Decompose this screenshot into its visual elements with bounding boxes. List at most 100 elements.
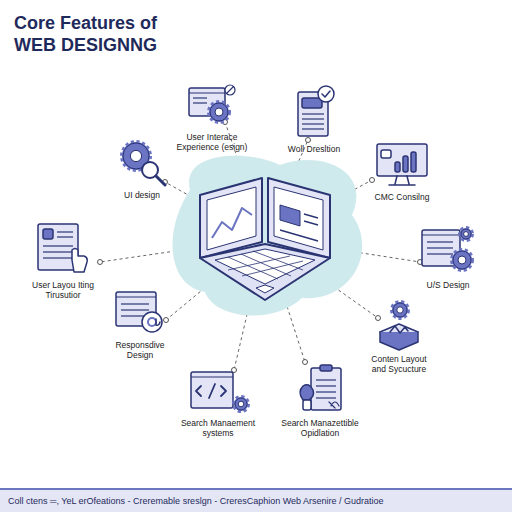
leader-dot [164,318,169,323]
icon-group [298,86,334,136]
icon-group [116,292,162,332]
feature-node: U/S Design [388,222,508,290]
icon-shape [225,85,235,95]
icon-shape [302,123,324,124]
leader-dot [303,360,308,365]
icon-shape [189,88,225,116]
icon-shape [57,231,73,232]
laptop-base [200,244,330,300]
icon-shape [210,103,228,121]
feature-label: Search Manaement systems [178,418,258,438]
icon-group [189,85,235,122]
screen-line [304,214,318,218]
icon-group [122,142,165,185]
feature-node: User Layou Iting Tirusutior [3,220,123,300]
icon-shape [43,251,73,252]
feature-icon [373,140,431,190]
icon-shape [193,102,207,103]
feature-label: UI design [97,190,187,200]
center-blob [172,156,362,316]
icon-shape [300,385,314,400]
icon-shape [196,386,201,396]
icon-shape [72,249,87,273]
keyboard [215,249,315,284]
feature-icon [374,300,424,352]
icon-shape [116,296,156,297]
icon-shape [302,113,324,114]
screen-line [280,230,318,241]
icon-shape [320,365,332,371]
icon-shape [311,368,341,410]
feature-icon [187,82,237,130]
feature-node: Conten Layout and Sycucture [339,300,459,374]
feature-icon [420,222,476,278]
icon-shape [397,307,403,313]
icon-shape [392,302,408,318]
icon-group [38,224,87,272]
icon-group [191,372,248,411]
icon-shape [389,176,415,185]
screen-line [304,221,318,225]
feature-label: Conten Layout and Sycucture [368,354,430,374]
leader-lines [100,122,420,370]
icon-shape [427,241,453,242]
icon-shape [43,245,73,246]
icon-shape [191,372,233,408]
leader-dots [98,120,423,373]
icon-shape [121,303,149,304]
feature-icon [34,220,92,278]
icon-shape [148,318,156,326]
icon-shape [43,229,53,239]
screen-panel [207,187,256,250]
icon-shape [302,98,322,108]
feature-icon [112,288,168,338]
icon-shape [453,251,471,269]
key-row [228,256,290,270]
icon-shape [316,397,336,398]
feature-label: CMC Consilng [352,192,452,202]
icon-group [422,228,472,270]
icon-shape [156,319,160,325]
leader-dot [370,178,375,183]
trackpad [256,285,274,293]
icon-shape [427,247,453,248]
icon-shape [235,398,247,410]
diagram-title: Core Features of WEB DESIGNNG [14,12,184,56]
icon-shape [189,92,225,93]
icon-shape [458,256,466,264]
feature-label: U/S Design [403,280,493,290]
icon-shape [43,257,73,258]
caption: Coll ctens ═, YeL erOfeations - Creremab… [0,490,512,506]
icon-shape [215,108,223,116]
icon-shape [411,152,416,172]
feature-icon [116,136,168,188]
icon-shape [452,250,472,270]
feature-label: Responsdive Design [110,340,170,360]
icon-shape [156,176,165,185]
screen-block [280,205,300,226]
icon-shape [403,156,408,172]
icon-shape [393,303,407,317]
feature-node: UI design [82,136,202,200]
feature-label: Search Manazettible Opidlation [278,418,363,438]
screen-chart [212,208,252,238]
icon-group [300,365,341,410]
feature-node: Woll Dresltion [254,84,374,154]
icon-shape [322,91,330,97]
laptop-illustration [200,178,330,300]
feature-node: User Interace Experience (esign) [152,82,272,152]
leader-dot [98,260,103,265]
feature-node: Responsdive Design [80,288,200,360]
icon-shape [316,391,336,392]
icon-shape [395,162,400,172]
feature-label: User Interace Experience (esign) [170,132,255,152]
feature-icon [293,362,347,416]
icon-shape [422,234,460,235]
icon-shape [316,379,336,380]
icon-shape [221,386,226,396]
icon-shape [302,128,324,129]
icon-shape [381,150,391,158]
feature-icon [290,84,338,142]
icon-shape [427,253,453,254]
